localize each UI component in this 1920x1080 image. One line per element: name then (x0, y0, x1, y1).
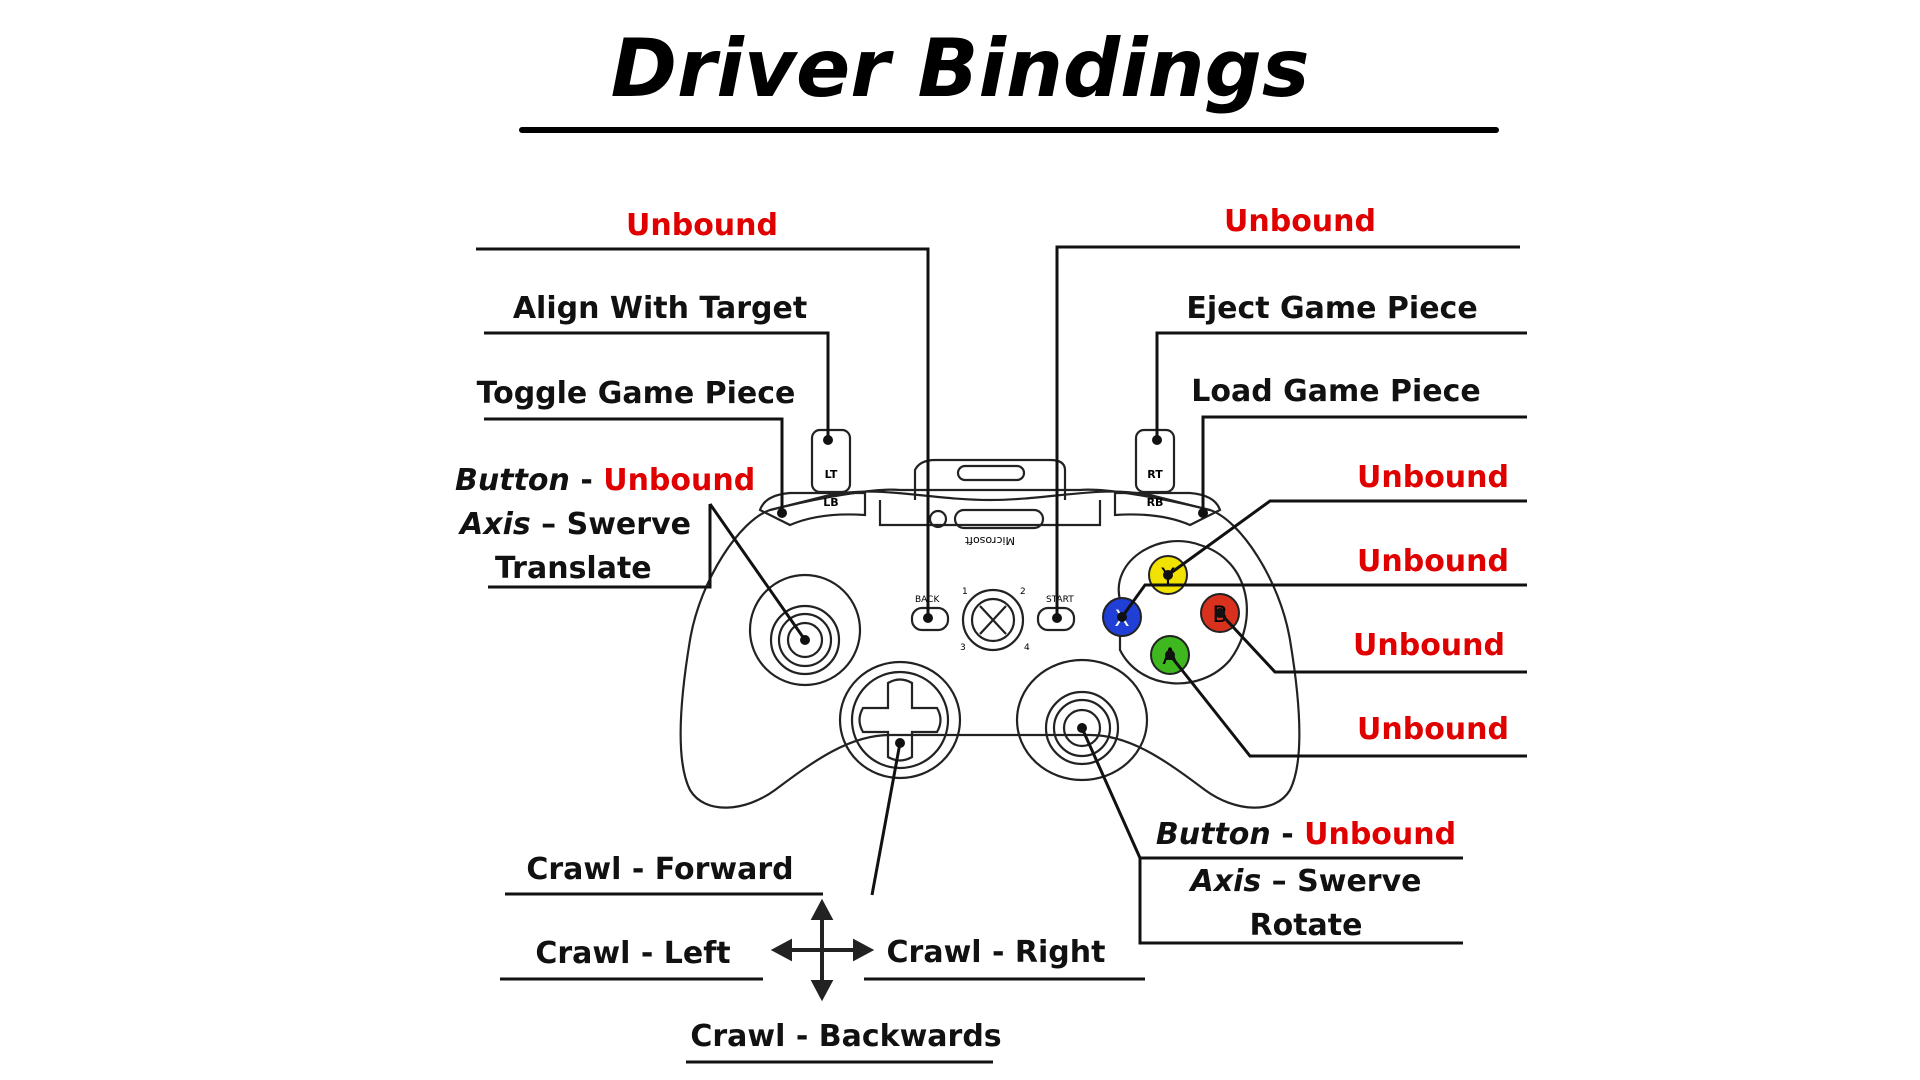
start-label: START (1046, 595, 1074, 605)
right-stick-button-word: Button (1155, 817, 1271, 852)
right-stick-button-dash: - (1270, 817, 1305, 852)
dpad-left-binding-label: Crawl - Left (535, 936, 731, 971)
right-stick-button-binding: Button - Unbound (1156, 817, 1456, 853)
start-binding-label: Unbound (1224, 204, 1376, 239)
left-trigger-binding-label: Align With Target (512, 291, 808, 326)
rt-label: RT (1147, 468, 1163, 481)
left-stick (769, 604, 841, 676)
y-binding-label: Unbound (1357, 460, 1509, 495)
left-trigger-shape (810, 428, 852, 494)
lb-label: LB (823, 496, 838, 509)
right-stick-button-value: Unbound (1304, 817, 1457, 852)
left-stick-axis-line2: Translate (495, 551, 652, 586)
right-stick-axis-line2: Rotate (1249, 908, 1363, 943)
dpad-right-binding-label: Crawl - Right (886, 935, 1106, 970)
quadrant-4: 4 (1024, 643, 1030, 653)
left-stick-axis-dash: – (530, 507, 567, 542)
brand-label: Microsoft (964, 534, 1015, 547)
center-buttons (910, 588, 1076, 652)
right-trigger-binding-label: Eject Game Piece (1186, 291, 1478, 326)
left-stick-axis-word: Axis (460, 507, 531, 542)
page-title: Driver Bindings (610, 22, 1310, 115)
dpad-up-binding-label: Crawl - Forward (526, 852, 794, 887)
leader-dots (777, 435, 1225, 748)
direction-cross-icon (770, 898, 875, 1002)
right-stick-axis-binding: Axis – Swerve (1191, 864, 1422, 900)
quadrant-3: 3 (960, 643, 966, 653)
right-bumper-binding-label: Load Game Piece (1191, 374, 1481, 409)
right-trigger-shape (1134, 428, 1176, 494)
right-stick-axis-word: Axis (1190, 864, 1262, 899)
b-binding-label: Unbound (1353, 628, 1505, 663)
rb-label: RB (1147, 496, 1164, 509)
dpad-down-binding-label: Crawl - Backwards (690, 1019, 1002, 1054)
a-binding-label: Unbound (1357, 712, 1509, 747)
quadrant-2: 2 (1020, 587, 1026, 597)
right-stick (1044, 690, 1120, 766)
left-bumper-shape (758, 491, 867, 527)
lt-label: LT (825, 468, 838, 481)
leader-lines (476, 245, 1527, 1064)
back-binding-label: Unbound (626, 208, 778, 243)
right-bumper-shape (1113, 491, 1222, 527)
left-stick-axis-line1: Swerve (566, 507, 691, 542)
right-stick-axis-line1: Swerve (1297, 864, 1422, 899)
left-stick-button-value: Unbound (603, 463, 756, 498)
left-bumper-binding-label: Toggle Game Piece (476, 376, 796, 411)
quadrant-1: 1 (962, 587, 968, 597)
left-stick-button-binding: Button - Unbound (455, 463, 755, 499)
left-stick-button-word: Button (455, 463, 570, 498)
x-binding-label: Unbound (1357, 544, 1509, 579)
right-stick-axis-dash: – (1261, 864, 1298, 899)
left-stick-axis-binding: Axis – Swerve (460, 507, 691, 543)
left-stick-button-dash: - (569, 463, 604, 498)
dpad (850, 670, 950, 770)
controller-body (679, 458, 1301, 809)
